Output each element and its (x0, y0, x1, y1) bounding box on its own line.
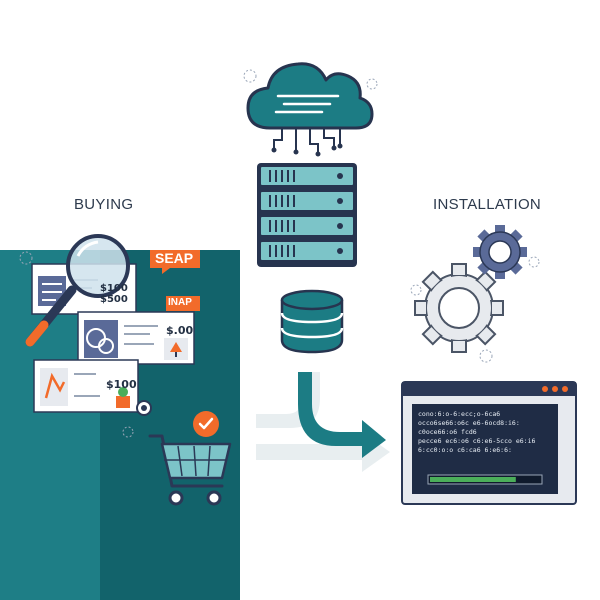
magnifying-glass-icon (25, 234, 130, 347)
buying-label: BUYING (74, 196, 134, 213)
terminal-progress-bar (427, 474, 543, 485)
product-listing-card-3 (33, 359, 139, 413)
plant-icon (116, 387, 130, 408)
terminal-output: cono:6:o-6:ecc;o-6ca6 occo6se66:o6c e6-6… (418, 410, 558, 455)
price-100-first: $100 (100, 283, 128, 294)
flow-arrow (256, 372, 390, 472)
cloud-icon (243, 62, 378, 157)
terminal-line-2: occo6se66:o6c e6-6ocd8:i6: (418, 419, 520, 427)
database-icon (280, 289, 344, 354)
terminal-line-1: cono:6:o-6:ecc;o-6ca6 (418, 410, 501, 418)
seap-tag-label: SEAP (155, 250, 194, 266)
seap-tag (150, 250, 200, 274)
large-gear-icon (414, 263, 504, 353)
shopping-cart-icon (148, 411, 232, 506)
terminal-line-3: c0oce66:o6 fcd6 (418, 428, 477, 436)
settings-badge-icon (136, 400, 152, 416)
price-500: $500 (100, 294, 128, 305)
price-100-second: $100 (106, 378, 137, 391)
terminal-window (401, 381, 577, 505)
inap-tag (166, 296, 200, 311)
terminal-line-4: pecce6 ec6:o6 c6:e6-5cco e6:i6 (418, 437, 536, 445)
small-gear-icon (410, 225, 540, 363)
terminal-line-5: 6:cc0:o:o c6:ca6 6:e6:6: (418, 446, 512, 454)
inap-tag-label: INAP (168, 297, 192, 308)
installation-label: INSTALLATION (433, 196, 542, 213)
server-rack-icon (257, 163, 357, 267)
price-00: $.00 (166, 324, 194, 337)
product-listing-card-2 (77, 311, 195, 365)
